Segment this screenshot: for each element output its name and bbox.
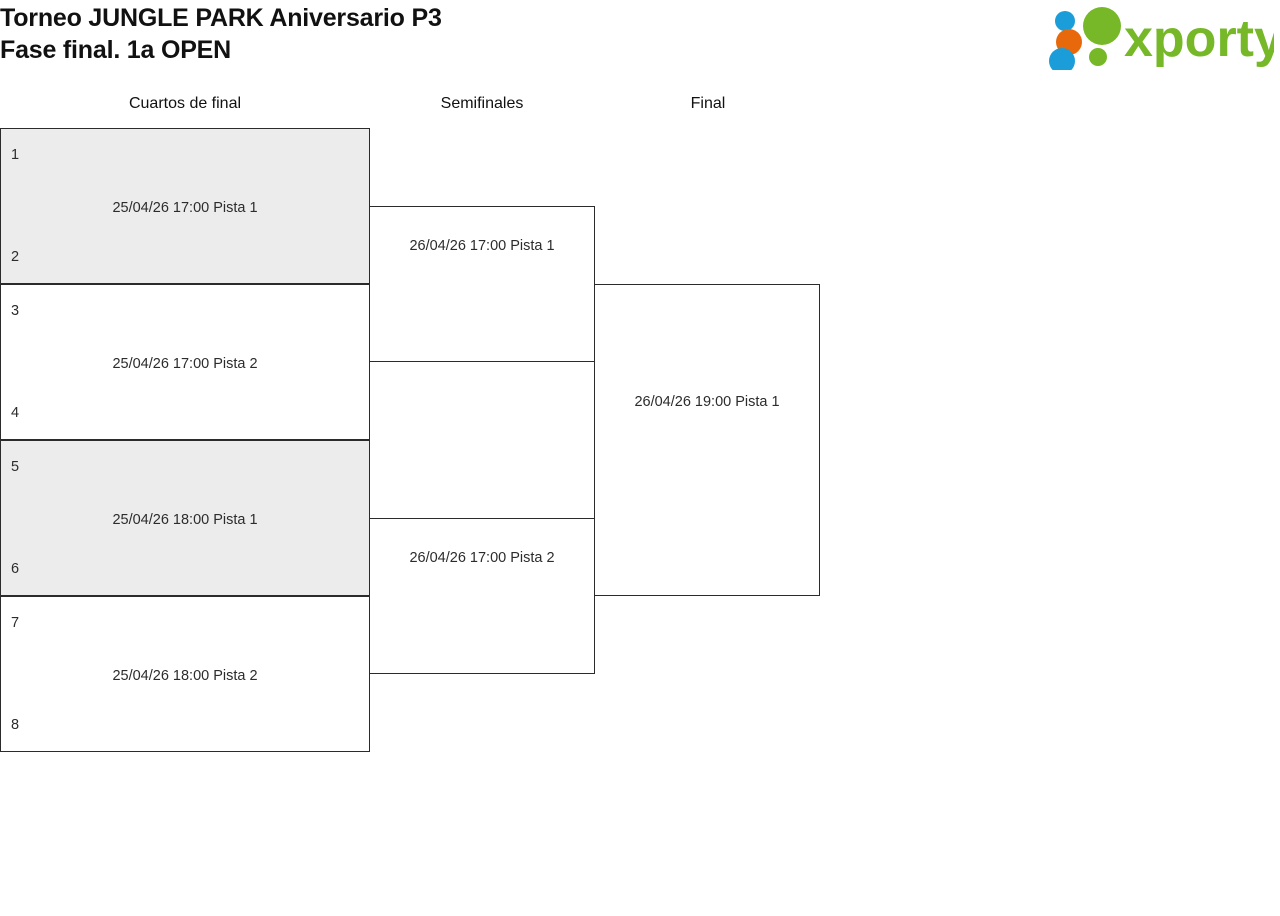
match-box-sf-2[interactable]: 26/04/26 17:00 Pista 2 (369, 518, 595, 674)
seed-label: 7 (11, 615, 20, 631)
logo-dot-blue-top (1055, 11, 1075, 31)
match-box-qf-4[interactable]: 7 25/04/26 18:00 Pista 2 8 (0, 596, 370, 752)
match-info: 25/04/26 18:00 Pista 2 (112, 668, 258, 684)
xporty-logo: xporty (1042, 4, 1274, 70)
logo-dot-blue-bottom (1049, 48, 1075, 70)
seed-label: 2 (11, 249, 20, 265)
logo-dot-green-small (1089, 48, 1107, 66)
round-header-semifinals: Semifinales (440, 95, 524, 112)
logo-dot-green-big (1083, 7, 1121, 45)
match-info: 25/04/26 18:00 Pista 1 (112, 512, 258, 528)
round-header-final: Final (690, 95, 726, 112)
match-box-final[interactable]: 26/04/26 19:00 Pista 1 (594, 284, 820, 596)
match-info: 26/04/26 17:00 Pista 2 (409, 550, 555, 566)
seed-label: 4 (11, 405, 20, 421)
page-title: Torneo JUNGLE PARK Aniversario P3 Fase f… (0, 2, 442, 66)
seed-label: 8 (11, 717, 20, 733)
seed-label: 6 (11, 561, 20, 577)
round-header-quarterfinals: Cuartos de final (128, 95, 242, 112)
tournament-header: Torneo JUNGLE PARK Aniversario P3 Fase f… (0, 0, 1280, 78)
match-info: 25/04/26 17:00 Pista 2 (112, 356, 258, 372)
match-box-qf-3[interactable]: 5 25/04/26 18:00 Pista 1 6 (0, 440, 370, 596)
match-box-qf-2[interactable]: 3 25/04/26 17:00 Pista 2 4 (0, 284, 370, 440)
seed-label: 1 (11, 147, 20, 163)
title-line-2: Fase final. 1a OPEN (0, 36, 232, 64)
seed-label: 3 (11, 303, 20, 319)
match-box-qf-1[interactable]: 1 25/04/26 17:00 Pista 1 2 (0, 128, 370, 284)
logo-wordmark: xporty (1124, 10, 1274, 68)
match-info: 25/04/26 17:00 Pista 1 (112, 200, 258, 216)
match-info: 26/04/26 19:00 Pista 1 (634, 394, 780, 410)
match-box-sf-1[interactable]: 26/04/26 17:00 Pista 1 (369, 206, 595, 362)
title-line-1: Torneo JUNGLE PARK Aniversario P3 (0, 4, 442, 32)
match-info: 26/04/26 17:00 Pista 1 (409, 238, 555, 254)
seed-label: 5 (11, 459, 20, 475)
